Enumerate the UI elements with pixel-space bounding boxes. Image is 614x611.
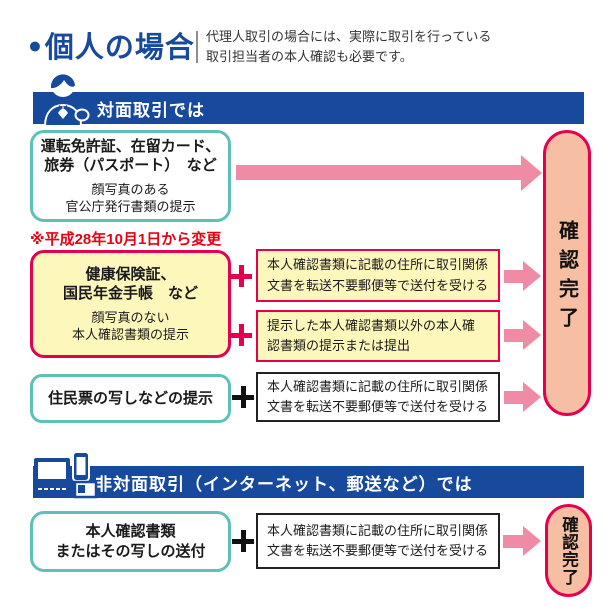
section-bar-face-to-face: 対面取引では: [33, 92, 584, 124]
arrow-right-icon: [236, 154, 542, 191]
mail-forwarding-option-box: 本人確認書類に記載の住所に取引関係 文書を転送不要郵便等で送付を受ける: [256, 513, 500, 569]
plus-icon: [232, 386, 254, 408]
arrow-right-icon: [504, 320, 541, 350]
photo-id-box: 運転免許証、在留カード、 旅券（パスポート） など 顔写真のある 官公庁発行書類…: [30, 130, 231, 222]
receptionist-icon: [43, 73, 90, 126]
header-note-line1: 代理人取引の場合には、実際に取引を行っている: [206, 29, 492, 44]
section-bar-remote: 非対面取引（インターネット、郵送など）では: [33, 466, 584, 498]
no-photo-id-subtitle: 顔写真のない 本人確認書類の提示: [71, 309, 189, 342]
plus-icon: [230, 324, 252, 346]
section-face-label: 対面取引では: [97, 100, 205, 120]
header-divider: [196, 31, 198, 63]
additional-document-option-box: 提示した本人確認書類以外の本人確 認書類の提示または提出: [256, 310, 500, 362]
no-photo-id-box: 健康保険証、 国民年金手帳 など 顔写真のない 本人確認書類の提示: [30, 250, 231, 358]
no-photo-id-title: 健康保険証、 国民年金手帳 など: [62, 266, 198, 303]
title-bullet-icon: ●: [28, 31, 43, 58]
arrow-right-icon: [504, 382, 541, 412]
plus-icon: [230, 265, 252, 287]
confirmation-complete-capsule: 確認完了: [543, 130, 591, 416]
mail-forwarding-option-box: 本人確認書類に記載の住所に取引関係 文書を転送不要郵便等で送付を受ける: [256, 372, 500, 422]
resident-record-title: 住民票の写しなどの提示: [47, 389, 213, 407]
arrow-right-icon: [503, 526, 541, 556]
page-title: ● 個人の場合: [28, 24, 195, 66]
section-remote-label: 非対面取引（インターネット、郵送など）では: [95, 474, 473, 494]
page-title-text: 個人の場合: [44, 32, 195, 64]
remote-send-box: 本人確認書類 またはその写しの送付: [30, 511, 231, 572]
mail-forwarding-option-box: 本人確認書類に記載の住所に取引関係 文書を転送不要郵便等で送付を受ける: [256, 249, 500, 302]
change-note: ※平成28年10月1日から変更: [30, 231, 222, 248]
photo-id-title: 運転免許証、在留カード、 旅券（パスポート） など: [40, 138, 221, 175]
photo-id-subtitle: 顔写真のある 官公庁発行書類の提示: [65, 181, 196, 214]
plus-icon: [232, 530, 254, 552]
remote-send-title: 本人確認書類 またはその写しの送付: [55, 523, 206, 560]
resident-record-box: 住民票の写しなどの提示: [30, 374, 231, 423]
header-note-line2: 取引担当者の本人確認も必要です。: [206, 49, 413, 65]
arrow-right-icon: [504, 261, 541, 291]
header-note: 代理人取引の場合には、実際に取引を行っている 取引担当者の本人確認も必要です。: [206, 27, 491, 67]
devices-icon: [34, 451, 98, 499]
confirmation-complete-capsule: 確認完了: [545, 504, 592, 597]
